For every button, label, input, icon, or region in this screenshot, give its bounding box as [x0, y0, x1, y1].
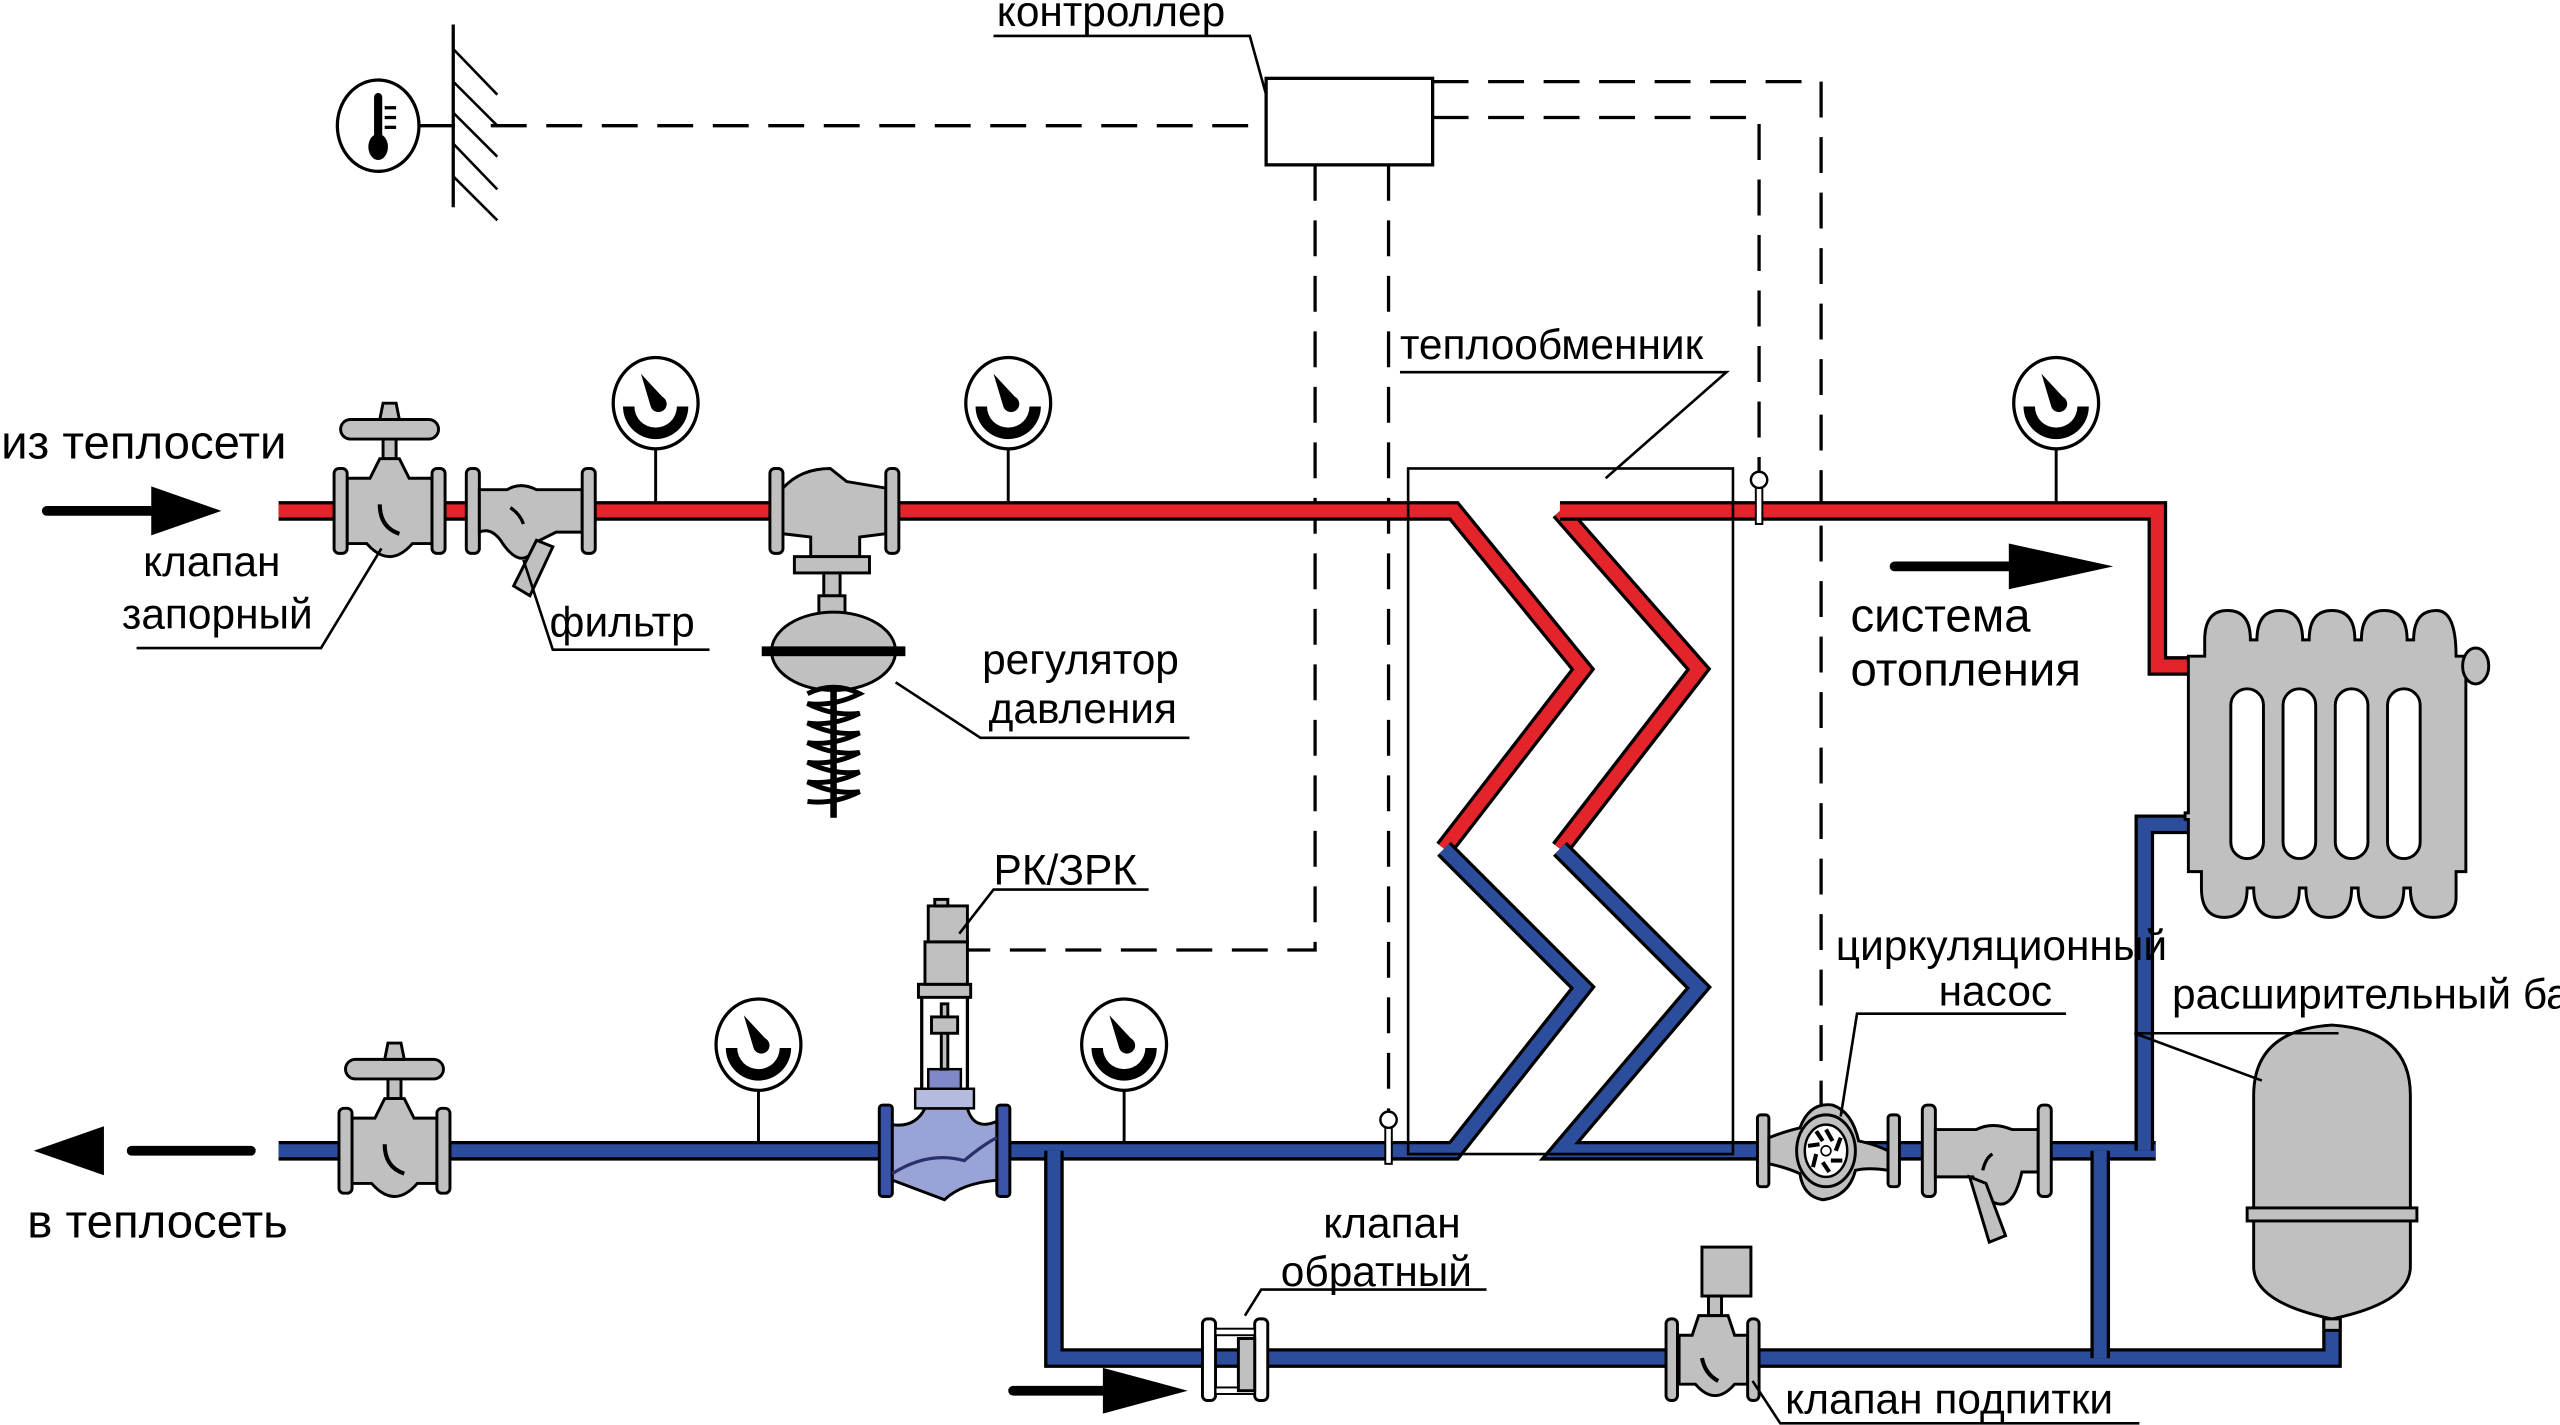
control-valve-label: РК/ЗРК	[958, 847, 1149, 935]
pressure-gauge-icon	[964, 355, 1053, 503]
thermometer-icon	[368, 93, 397, 160]
heat-exchanger: теплообменник	[1399, 321, 1735, 1156]
shutoff-valve-label-line2: запорный	[122, 590, 313, 637]
pressure-regulator	[761, 467, 906, 818]
pressure-gauge-icon	[1080, 997, 1169, 1143]
radiator	[2183, 609, 2491, 919]
makeup-valve-label-text: клапан подпитки	[1785, 1376, 2113, 1423]
to-network-label: в теплосеть	[27, 1195, 288, 1248]
filter-supply	[464, 467, 597, 598]
filter-label: фильтр	[522, 559, 710, 651]
pressure-gauge-icon	[611, 355, 700, 503]
control-signal-lines	[490, 79, 1823, 1143]
arrow-icon-heating-system	[1889, 543, 2114, 590]
controller-leader	[993, 34, 1268, 96]
regulator-spring	[806, 684, 866, 818]
check-valve	[1200, 1317, 1270, 1402]
pressure-gauges	[611, 355, 2101, 1143]
check-valve-label-line1: клапан	[1323, 1199, 1460, 1246]
from-network-label: из теплосети	[1, 417, 286, 470]
check-valve-label: клапан обратный	[1243, 1199, 1487, 1317]
controller: контроллер	[993, 0, 1435, 167]
pressure-regulator-label: регулятор давления	[894, 636, 1190, 740]
shutoff-valve-supply	[332, 401, 447, 559]
heating-system-label-line1: система	[1850, 590, 2031, 643]
pressure-gauge-icon	[2012, 355, 2101, 503]
control-valve-label-text: РК/ЗРК	[994, 847, 1138, 894]
heat-exchanger-frame	[1406, 467, 1735, 1156]
signal-line-supply-temp	[1432, 115, 1761, 474]
makeup-valve-label: клапан подпитки	[1751, 1376, 2140, 1425]
regulator-label-line2: давления	[989, 685, 1177, 732]
circulation-pump-label: циркуляционный насос	[1836, 922, 2167, 1117]
supply-temperature-sensor	[1749, 470, 1769, 525]
makeup-valve	[1664, 1245, 1761, 1402]
check-valve-label-line2: обратный	[1281, 1248, 1472, 1295]
circulation-pump	[1755, 1103, 1901, 1202]
makeup-valve-actuator	[1700, 1245, 1753, 1298]
expansion-tank-label-text: расширительный бак	[2172, 971, 2560, 1018]
pressure-gauge-icon	[714, 997, 803, 1143]
return-temperature-sensor	[1379, 1110, 1398, 1165]
pump-label-line2: насос	[1939, 967, 2053, 1014]
controller-box	[1264, 76, 1435, 167]
outdoor-temperature-sensor	[335, 24, 499, 222]
expansion-tank-label: расширительный бак	[2134, 971, 2560, 1082]
heat-exchanger-leader	[1399, 370, 1730, 480]
shutoff-valve-label-line1: клапан	[143, 538, 280, 585]
control-valve	[877, 897, 1012, 1202]
filter-return	[1920, 1103, 2053, 1245]
shutoff-valve-supply-label: клапан запорный	[122, 538, 383, 650]
arrow-icon-from-network	[41, 486, 222, 536]
heat-exchanger-label: теплообменник	[1400, 321, 1704, 368]
regulator-label-line1: регулятор	[982, 636, 1179, 683]
expansion-tank	[2245, 1023, 2419, 1332]
signal-line-pump	[1432, 79, 1823, 1143]
wall-hatch	[451, 24, 499, 222]
signal-line-control-valve	[959, 164, 1317, 952]
arrow-icon-to-network	[33, 1126, 256, 1176]
filter-label-text: фильтр	[550, 599, 695, 646]
heating-system-label: система отопления	[1850, 590, 2081, 697]
heating-system-label-line2: отопления	[1850, 644, 2081, 697]
controller-label: контроллер	[997, 0, 1225, 35]
arrow-icon-makeup-inlet	[1008, 1367, 1188, 1414]
shutoff-valve-return	[337, 1041, 452, 1198]
pump-label-line1: циркуляционный	[1836, 922, 2167, 969]
